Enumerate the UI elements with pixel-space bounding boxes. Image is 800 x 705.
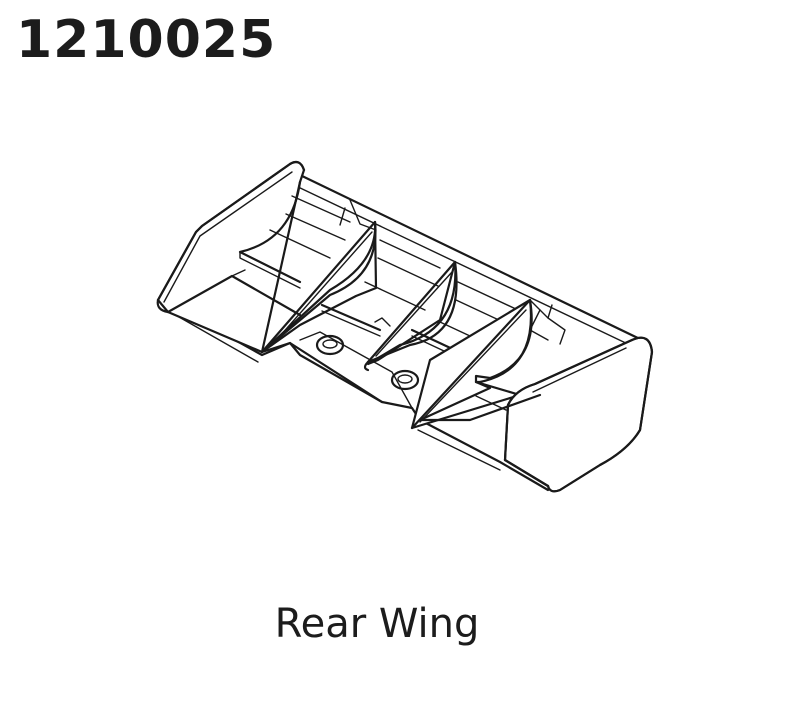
mounting-hole-right	[390, 369, 420, 391]
left-end-plate	[156, 160, 306, 354]
center-fin-left	[260, 220, 378, 354]
center-fin-right	[410, 298, 533, 430]
right-end-plate	[418, 336, 654, 493]
part-number: 1210025	[16, 10, 277, 70]
mounting-base	[260, 331, 413, 409]
center-fin-middle	[363, 260, 458, 372]
left-wing-bay	[166, 180, 377, 317]
middle-wing-bay	[320, 239, 441, 337]
mounting-hole-left	[315, 334, 345, 356]
part-name-caption: Rear Wing	[274, 601, 480, 647]
